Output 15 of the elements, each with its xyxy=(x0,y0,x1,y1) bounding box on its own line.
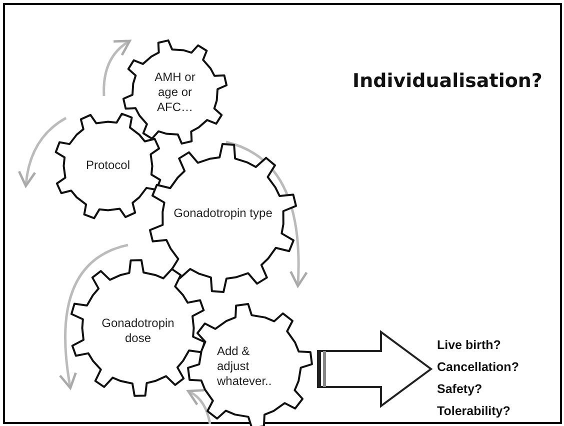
gear-label: Protocol xyxy=(84,158,132,173)
gear xyxy=(149,144,297,292)
gear xyxy=(123,40,227,144)
gear xyxy=(188,304,312,426)
outcome-text: Cancellation? xyxy=(437,360,520,374)
gear-label: Gonadotropin type xyxy=(173,206,273,221)
outcome-text: Live birth? xyxy=(437,338,502,352)
gear-label: AMH or age or AFC… xyxy=(154,70,196,115)
gear-label: Add & adjust whatever.. xyxy=(217,344,273,389)
gear xyxy=(54,112,162,220)
gear-label: Gonadotropin dose xyxy=(100,316,176,346)
outcome-text: Safety? xyxy=(437,382,484,396)
slide-title: Individualisation? xyxy=(352,70,544,92)
gear xyxy=(70,260,206,396)
outcome-text: Tolerability? xyxy=(437,404,512,418)
